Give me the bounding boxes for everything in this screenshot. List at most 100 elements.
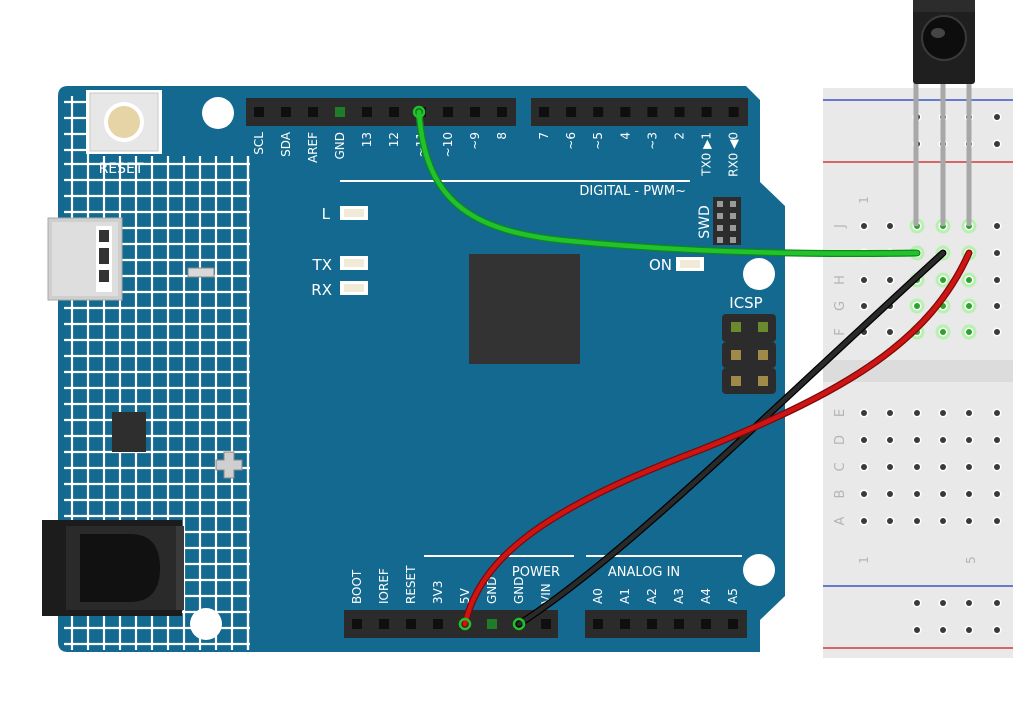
digital-pin-label-2: 2 bbox=[673, 132, 687, 140]
breadboard-hole bbox=[966, 627, 972, 633]
power-pin-label-reset: RESET bbox=[404, 565, 418, 604]
power-pin-label-boot: BOOT bbox=[350, 569, 364, 604]
header-socket bbox=[701, 619, 711, 629]
header-socket bbox=[620, 107, 631, 117]
col-label-5-bottom: 5 bbox=[964, 556, 978, 564]
row-label-h: H bbox=[833, 275, 848, 285]
led-on bbox=[676, 257, 704, 271]
header-socket bbox=[352, 619, 362, 629]
breadboard-hole bbox=[861, 518, 867, 524]
breadboard-hole bbox=[994, 250, 1000, 256]
digital-pin-label-aref: AREF bbox=[306, 132, 320, 163]
reset-button[interactable] bbox=[86, 90, 162, 154]
breadboard-hole bbox=[940, 410, 946, 416]
header-socket bbox=[539, 107, 549, 117]
digital-pin-label-6: ~6 bbox=[564, 132, 578, 150]
breadboard-hole bbox=[887, 464, 893, 470]
swd-label: SWD bbox=[697, 205, 713, 239]
breadboard-hole bbox=[887, 518, 893, 524]
header-socket bbox=[487, 619, 497, 629]
microcontroller-chip bbox=[469, 254, 580, 364]
breadboard-hole bbox=[940, 464, 946, 470]
digital-pin-label-7: 7 bbox=[537, 132, 551, 140]
analog-header bbox=[585, 610, 747, 638]
analog-in-title: ANALOG IN bbox=[608, 565, 680, 580]
breadboard-hole bbox=[887, 491, 893, 497]
breadboard-hole bbox=[994, 464, 1000, 470]
led-l bbox=[340, 206, 368, 220]
breadboard-hole bbox=[994, 223, 1000, 229]
mount-hole bbox=[743, 554, 775, 586]
digital-pin-label-gnd: GND bbox=[333, 132, 347, 160]
digital-pin-label-sda: SDA bbox=[279, 131, 293, 157]
analog-pin-label-a5: A5 bbox=[726, 588, 740, 604]
header-socket bbox=[647, 619, 657, 629]
breadboard-hole bbox=[914, 303, 920, 309]
icsp-header bbox=[722, 314, 776, 394]
led-tx bbox=[340, 256, 368, 270]
breadboard-hole bbox=[994, 600, 1000, 606]
breadboard-hole bbox=[914, 437, 920, 443]
power-pin-label-3v3: 3V3 bbox=[431, 581, 445, 604]
swd-header bbox=[713, 197, 741, 245]
breadboard-hole bbox=[994, 491, 1000, 497]
breadboard-hole bbox=[914, 491, 920, 497]
power-header bbox=[344, 610, 558, 638]
header-socket bbox=[308, 107, 318, 117]
breadboard-hole bbox=[940, 627, 946, 633]
wires bbox=[412, 105, 973, 631]
mount-hole bbox=[190, 608, 222, 640]
header-socket bbox=[335, 107, 345, 117]
header-socket bbox=[254, 107, 264, 117]
row-label-b: B bbox=[833, 490, 848, 499]
breadboard-hole bbox=[861, 223, 867, 229]
header-socket bbox=[620, 619, 630, 629]
digital-pin-label-10: ~10 bbox=[441, 132, 455, 157]
digital-pin-label-scl: SCL bbox=[252, 132, 266, 155]
breadboard-hole bbox=[966, 437, 972, 443]
breadboard-hole bbox=[966, 303, 972, 309]
digital-pin-label-13: 13 bbox=[360, 132, 374, 147]
breadboard-hole bbox=[861, 303, 867, 309]
breadboard-hole bbox=[887, 329, 893, 335]
power-pin-label-vin: VIN bbox=[539, 583, 553, 604]
led-on-label: ON bbox=[649, 256, 672, 274]
digital-pin-label-12: 12 bbox=[387, 132, 401, 147]
breadboard-hole bbox=[887, 437, 893, 443]
breadboard-hole bbox=[940, 491, 946, 497]
dc-barrel-jack bbox=[42, 520, 184, 616]
header-socket bbox=[379, 619, 389, 629]
analog-pin-label-a0: A0 bbox=[591, 588, 605, 604]
breadboard-hole bbox=[914, 600, 920, 606]
breadboard-hole bbox=[914, 410, 920, 416]
header-socket bbox=[593, 619, 603, 629]
header-socket bbox=[443, 107, 453, 117]
breadboard-hole bbox=[940, 329, 946, 335]
digital-pin-label-4: 4 bbox=[618, 132, 632, 140]
header-socket bbox=[728, 619, 738, 629]
breadboard-hole bbox=[887, 223, 893, 229]
breadboard-hole bbox=[861, 464, 867, 470]
breadboard-hole bbox=[861, 491, 867, 497]
row-label-f: F bbox=[833, 328, 848, 335]
header-socket bbox=[389, 107, 399, 117]
breadboard-hole bbox=[861, 410, 867, 416]
header-socket bbox=[674, 619, 684, 629]
power-pin-label-gnd: GND bbox=[512, 576, 526, 604]
arduino-board: RESET L TX RX ON bbox=[42, 86, 785, 652]
breadboard-hole bbox=[940, 600, 946, 606]
led-rx-label: RX bbox=[311, 281, 332, 299]
row-label-g: G bbox=[833, 301, 848, 311]
breadboard-hole bbox=[861, 437, 867, 443]
power-pin-label-gnd: GND bbox=[485, 576, 499, 604]
breadboard-hole bbox=[887, 277, 893, 283]
smd-component bbox=[187, 267, 215, 278]
digital-pwm-title: DIGITAL - PWM~ bbox=[579, 184, 686, 199]
signal-wire bbox=[416, 109, 920, 256]
digital-pin-label-rx00: RX0 ◀0 bbox=[727, 132, 741, 177]
header-socket bbox=[566, 107, 577, 117]
breadboard-hole bbox=[994, 410, 1000, 416]
breadboard-hole bbox=[887, 410, 893, 416]
breadboard-hole bbox=[994, 518, 1000, 524]
breadboard-hole bbox=[966, 491, 972, 497]
